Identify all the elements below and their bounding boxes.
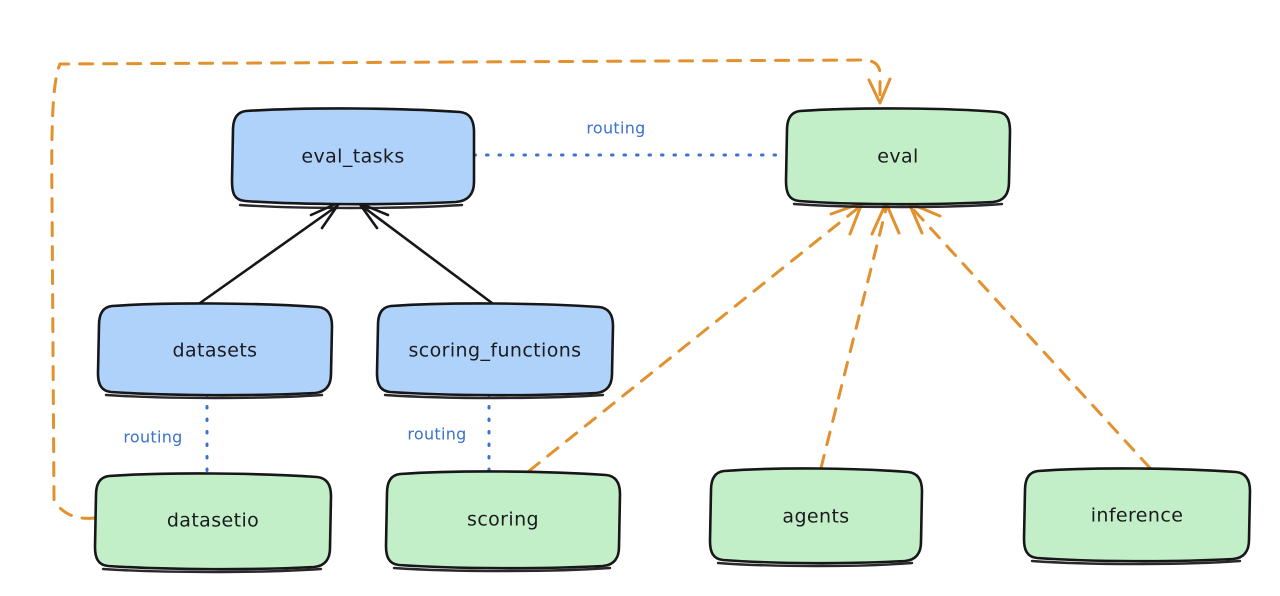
node-scoring-functions[interactable]: scoring_functions — [375, 302, 615, 400]
node-label-scoring: scoring — [467, 509, 539, 531]
edge-inference-eval — [907, 201, 1152, 470]
node-agents[interactable]: agents — [708, 467, 924, 568]
edge-datasets-datasetio: routing — [123, 392, 209, 476]
node-datasets[interactable]: datasets — [96, 302, 334, 400]
edge-agents-eval — [819, 201, 901, 470]
node-label-datasetio: datasetio — [167, 510, 259, 532]
edge-datasetio-eval — [50, 58, 892, 520]
node-scoring[interactable]: scoring — [384, 470, 622, 573]
node-label-agents: agents — [782, 506, 849, 528]
node-eval[interactable]: eval — [784, 107, 1012, 209]
edge-layer: routing routing routing — [50, 58, 1152, 520]
edge-scoring-functions-eval-tasks — [357, 201, 494, 305]
edge-eval-tasks-eval: routing — [472, 119, 786, 157]
node-label-datasets: datasets — [173, 340, 258, 362]
edge-label-routing-eval-tasks: routing — [586, 119, 645, 138]
node-eval-tasks[interactable]: eval_tasks — [230, 107, 476, 210]
edge-scoring-functions-scoring: routing — [407, 392, 491, 474]
node-datasetio[interactable]: datasetio — [93, 472, 333, 574]
edge-label-routing-datasets: routing — [123, 428, 182, 447]
node-label-inference: inference — [1091, 505, 1184, 527]
node-label-eval: eval — [877, 146, 918, 168]
node-label-scoring-functions: scoring_functions — [409, 340, 582, 362]
edge-label-routing-scoring-functions: routing — [407, 425, 466, 444]
edge-datasets-eval-tasks — [198, 200, 342, 305]
node-label-eval-tasks: eval_tasks — [301, 146, 404, 168]
node-layer: eval_tasks eval datasets scoring_functio… — [93, 107, 1252, 574]
node-inference[interactable]: inference — [1022, 467, 1252, 566]
